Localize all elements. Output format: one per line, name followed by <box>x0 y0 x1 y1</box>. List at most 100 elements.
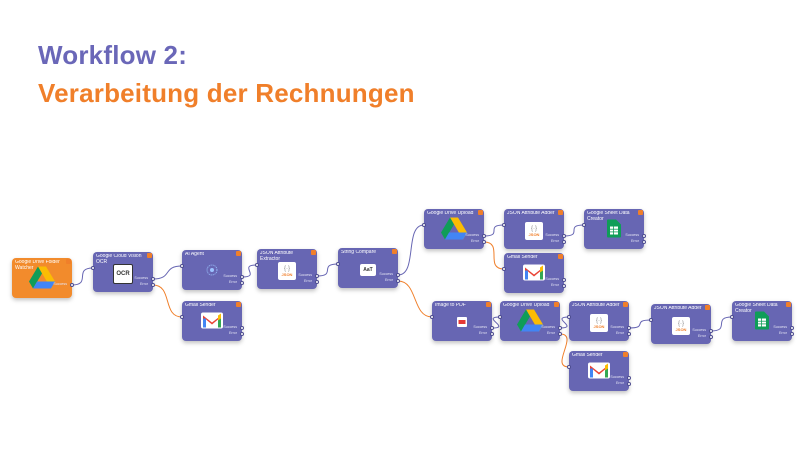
json-icon: {·} JSON <box>590 314 608 332</box>
close-icon[interactable] <box>236 302 241 307</box>
input-port[interactable] <box>502 267 506 271</box>
input-port[interactable] <box>430 315 434 319</box>
error-port[interactable] <box>627 382 631 386</box>
error-port-label: Error <box>479 331 487 335</box>
close-icon[interactable] <box>623 302 628 307</box>
success-port[interactable] <box>490 326 494 330</box>
error-port[interactable] <box>240 332 244 336</box>
error-port-label: Error <box>471 239 479 243</box>
success-port[interactable] <box>151 277 155 281</box>
close-icon[interactable] <box>147 253 152 258</box>
close-icon[interactable] <box>311 250 316 255</box>
close-icon[interactable] <box>478 210 483 215</box>
success-port[interactable] <box>562 234 566 238</box>
success-port[interactable] <box>396 273 400 277</box>
input-port[interactable] <box>422 223 426 227</box>
error-port[interactable] <box>482 240 486 244</box>
success-port[interactable] <box>240 275 244 279</box>
input-port[interactable] <box>91 266 95 270</box>
input-port[interactable] <box>582 223 586 227</box>
success-port[interactable] <box>562 278 566 282</box>
node-google-drive-folder-watcher[interactable]: Google Drive Folder Watcher Success <box>12 258 74 298</box>
error-port[interactable] <box>490 332 494 336</box>
input-port[interactable] <box>567 365 571 369</box>
close-icon[interactable] <box>786 302 791 307</box>
gmail-icon <box>588 362 610 384</box>
close-icon[interactable] <box>623 352 628 357</box>
close-icon[interactable] <box>558 210 563 215</box>
input-port[interactable] <box>180 264 184 268</box>
success-port[interactable] <box>790 326 794 330</box>
success-port[interactable] <box>709 329 713 333</box>
success-port-label: Success <box>298 273 312 277</box>
success-edge <box>628 319 652 329</box>
success-port[interactable] <box>627 326 631 330</box>
error-port[interactable] <box>790 332 794 336</box>
error-port[interactable] <box>627 332 631 336</box>
success-port[interactable] <box>70 283 74 287</box>
error-edge <box>559 333 570 368</box>
input-port[interactable] <box>255 263 259 267</box>
error-port-label: Error <box>140 282 148 286</box>
input-port[interactable] <box>730 315 734 319</box>
input-port[interactable] <box>502 223 506 227</box>
error-port-label: Error <box>616 331 624 335</box>
success-port-label: Success <box>541 325 555 329</box>
close-icon[interactable] <box>66 259 71 264</box>
node-label: Google Sheet Data Creator <box>587 211 630 222</box>
input-port[interactable] <box>649 318 653 322</box>
close-icon[interactable] <box>236 251 241 256</box>
error-port[interactable] <box>396 279 400 283</box>
success-port[interactable] <box>558 326 562 330</box>
close-icon[interactable] <box>554 302 559 307</box>
error-port-label: Error <box>779 331 787 335</box>
json-icon: {·} JSON <box>278 262 296 280</box>
error-port[interactable] <box>151 283 155 287</box>
success-port[interactable] <box>315 274 319 278</box>
node-label: Gmail Sender <box>572 353 603 358</box>
error-port-label: Error <box>631 239 639 243</box>
success-port[interactable] <box>240 326 244 330</box>
error-port[interactable] <box>558 332 562 336</box>
success-port[interactable] <box>627 376 631 380</box>
input-port[interactable] <box>498 315 502 319</box>
close-icon[interactable] <box>392 249 397 254</box>
success-port-label: Success <box>545 277 559 281</box>
node-json-attribute-extractor[interactable]: JSON Attribute Extractor {·} JSON Succes… <box>255 249 319 289</box>
error-port-label: Error <box>551 283 559 287</box>
error-port[interactable] <box>240 281 244 285</box>
success-edge <box>710 316 733 332</box>
close-icon[interactable] <box>638 210 643 215</box>
close-icon[interactable] <box>558 254 563 259</box>
error-port[interactable] <box>562 240 566 244</box>
node-label: JSON Attribute Adder <box>507 211 555 216</box>
success-port[interactable] <box>482 234 486 238</box>
input-port[interactable] <box>180 315 184 319</box>
error-port[interactable] <box>709 335 713 339</box>
close-icon[interactable] <box>705 305 710 310</box>
success-port[interactable] <box>642 234 646 238</box>
input-port[interactable] <box>336 262 340 266</box>
input-port[interactable] <box>567 315 571 319</box>
close-icon[interactable] <box>486 302 491 307</box>
error-port[interactable] <box>562 284 566 288</box>
success-port-label: Success <box>692 328 706 332</box>
success-edge <box>241 264 258 278</box>
error-port[interactable] <box>642 240 646 244</box>
error-port[interactable] <box>315 280 319 284</box>
ocr-icon: OCR <box>113 264 133 284</box>
